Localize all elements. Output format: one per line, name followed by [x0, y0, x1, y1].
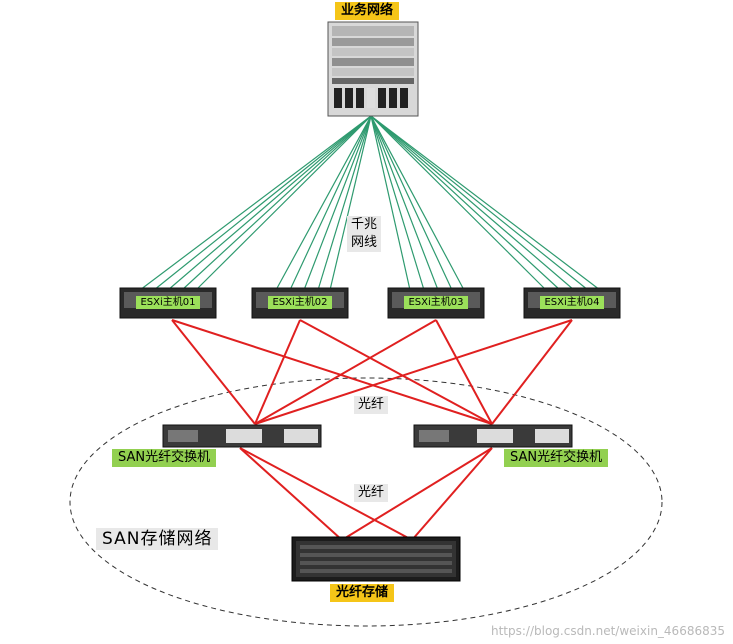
- gigabit-links: [139, 115, 601, 291]
- host-label-2: ESXi主机02: [268, 296, 332, 309]
- fiber-label-bottom: 光纤: [354, 484, 389, 502]
- gigabit-label-line1: 千兆: [347, 216, 382, 234]
- watermark-text: https://blog.csdn.net/weixin_46686835: [490, 624, 725, 638]
- san-network-boundary: [69, 377, 663, 627]
- fiber-links-storage: [239, 447, 493, 541]
- fiber-storage-label: 光纤存储: [330, 584, 395, 602]
- host-label-1: ESXi主机01: [136, 296, 200, 309]
- fiber-links-hosts: [171, 319, 573, 425]
- core-switch-device: [327, 21, 419, 117]
- fiber-label-top: 光纤: [354, 396, 389, 414]
- san-switch-device-left: [162, 424, 322, 448]
- host-label-3: ESXi主机03: [404, 296, 468, 309]
- san-network-label: SAN存储网络: [96, 528, 219, 550]
- fiber-storage-device: [291, 536, 461, 582]
- gigabit-label-line2: 网线: [347, 234, 382, 252]
- san-switch-device-right: [413, 424, 573, 448]
- san-switch-label-left: SAN光纤交换机: [112, 449, 217, 467]
- host-label-4: ESXi主机04: [540, 296, 604, 309]
- san-switch-label-right: SAN光纤交换机: [504, 449, 609, 467]
- business-network-label: 业务网络: [335, 2, 400, 20]
